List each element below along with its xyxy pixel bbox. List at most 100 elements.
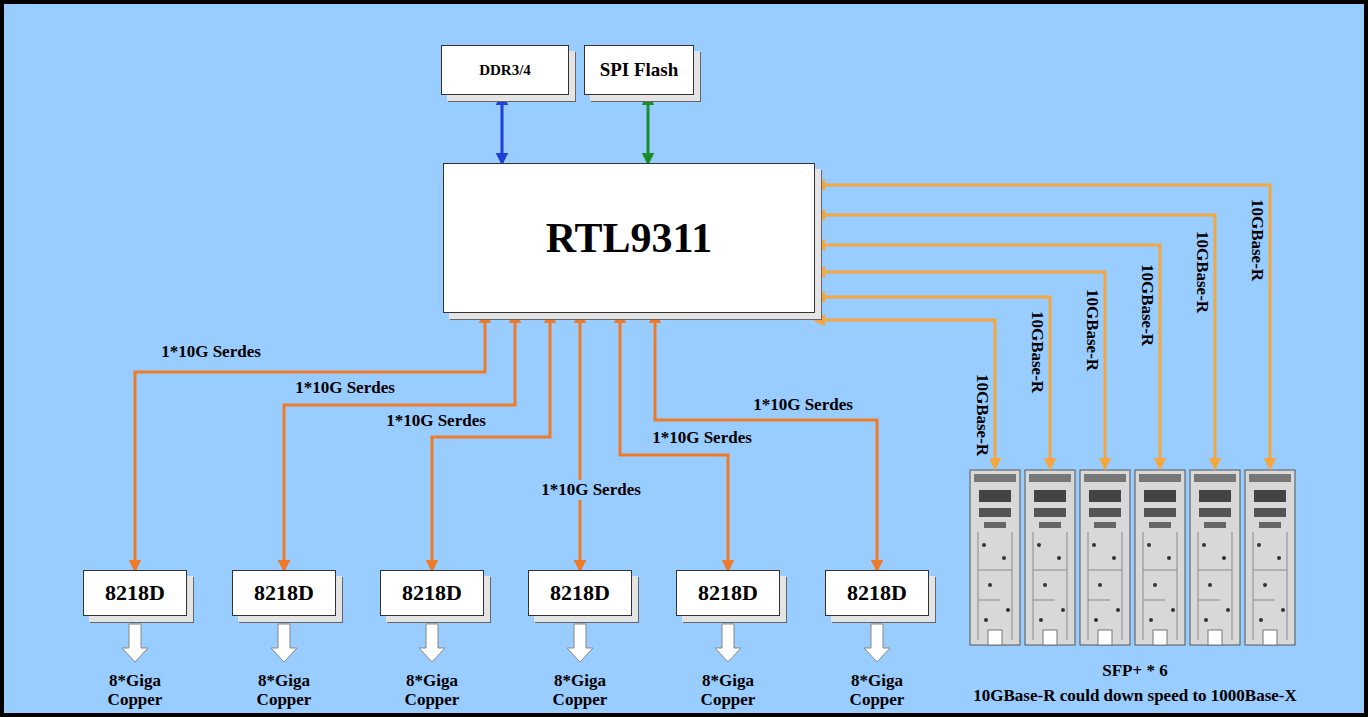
sfp-dot: [1281, 608, 1285, 612]
sfp-rail: [1177, 532, 1178, 640]
link-label: 10GBase-R: [1027, 308, 1047, 396]
sfp-rail: [1143, 600, 1165, 601]
signal-connector: [815, 245, 1160, 468]
chip-box: 8218D: [528, 570, 632, 616]
signal-connector: [501, 95, 504, 163]
signal-connector: [815, 215, 1215, 468]
sfp-module: [1025, 470, 1075, 645]
sfp-dot: [1149, 618, 1153, 622]
port-label: 8*Giga Copper: [390, 671, 474, 709]
copper-port-arrow: [271, 624, 297, 662]
sfp-module: [1245, 470, 1295, 645]
chip-box: DDR3/4: [441, 45, 569, 95]
sfp-dot: [1006, 608, 1010, 612]
link-label: 1*10G Serdes: [750, 395, 856, 415]
sfp-cage-part: [1094, 522, 1116, 528]
sfp-rail: [1198, 570, 1232, 571]
sfp-rail: [1253, 600, 1275, 601]
sfp-notch: [988, 630, 1002, 645]
chip-box: 8218D: [825, 570, 929, 616]
sfp-rail: [1033, 570, 1067, 571]
signal-connector: [647, 95, 650, 163]
sfp-rail: [1088, 600, 1110, 601]
link-label: 1*10G Serdes: [538, 480, 644, 500]
sfp-dot: [1094, 618, 1098, 622]
link-label: 10GBase-R: [972, 371, 992, 459]
chip-name: 8218D: [402, 580, 462, 606]
sfp-latch: [1029, 474, 1071, 482]
chip-name: 8218D: [847, 580, 907, 606]
port-label: 8*Giga Copper: [242, 671, 326, 709]
sfp-rail: [1253, 570, 1287, 571]
sfp-cage-part: [1254, 508, 1286, 517]
sfp-dot: [1147, 543, 1151, 547]
sfp-dot: [1116, 608, 1120, 612]
sfp-rail: [1122, 532, 1123, 640]
sfp-dot: [1263, 583, 1267, 587]
group-caption: 10GBase-R could down speed to 1000Base-X: [973, 683, 1297, 708]
sfp-dot: [1153, 583, 1157, 587]
sfp-dot: [1202, 543, 1206, 547]
chip-box: RTL9311: [443, 163, 815, 313]
chip-name: 8218D: [254, 580, 314, 606]
sfp-dot: [1259, 618, 1263, 622]
sfp-notch: [1263, 630, 1277, 645]
sfp-module: [1190, 470, 1240, 645]
group-caption: SFP+ * 6: [1102, 658, 1167, 683]
sfp-cage-part: [979, 508, 1011, 517]
sfp-dot: [1167, 556, 1171, 560]
sfp-cage-part: [984, 522, 1006, 528]
link-label: 1*10G Serdes: [158, 342, 264, 362]
sfp-notch: [1208, 630, 1222, 645]
copper-port-arrow: [715, 624, 741, 662]
sfp-rail: [1143, 532, 1144, 640]
sfp-dot: [1002, 556, 1006, 560]
sfp-dot: [1098, 583, 1102, 587]
chip-box: 8218D: [232, 570, 336, 616]
sfp-cage-part: [1199, 508, 1231, 517]
signal-connector: [815, 272, 1105, 468]
sfp-latch: [1084, 474, 1126, 482]
signal-connector: [815, 297, 1050, 468]
sfp-rail: [1198, 532, 1199, 640]
port-label: 8*Giga Copper: [835, 671, 919, 709]
chip-name: 8218D: [698, 580, 758, 606]
sfp-dot: [1057, 556, 1061, 560]
port-label: 8*Giga Copper: [538, 671, 622, 709]
sfp-rail: [1033, 600, 1055, 601]
sfp-rail: [1067, 532, 1068, 640]
sfp-dot: [1112, 556, 1116, 560]
link-label: 1*10G Serdes: [383, 411, 489, 431]
sfp-dot: [1039, 618, 1043, 622]
chip-name: 8218D: [105, 580, 165, 606]
sfp-notch: [1098, 630, 1112, 645]
sfp-module: [1080, 470, 1130, 645]
link-label: 10GBase-R: [1137, 261, 1157, 349]
sfp-dot: [1277, 556, 1281, 560]
port-label: 8*Giga Copper: [93, 671, 177, 709]
chip-box: 8218D: [83, 570, 187, 616]
sfp-cage-part: [1034, 508, 1066, 517]
sfp-rail: [1012, 532, 1013, 640]
sfp-cage-part: [1204, 522, 1226, 528]
chip-box: 8218D: [380, 570, 484, 616]
chip-name: 8218D: [550, 580, 610, 606]
sfp-rail: [978, 570, 1012, 571]
sfp-dot: [1222, 556, 1226, 560]
chip-name: SPI Flash: [600, 59, 679, 81]
chip-name: DDR3/4: [479, 62, 531, 79]
sfp-rail: [1287, 532, 1288, 640]
sfp-cage-part: [1144, 508, 1176, 517]
port-label: 8*Giga Copper: [686, 671, 770, 709]
sfp-latch: [1249, 474, 1291, 482]
sfp-cage-part: [979, 490, 1011, 502]
sfp-dot: [1171, 608, 1175, 612]
sfp-notch: [1153, 630, 1167, 645]
sfp-dot: [1043, 583, 1047, 587]
sfp-latch: [1139, 474, 1181, 482]
sfp-module: [970, 470, 1020, 645]
chip-box: SPI Flash: [584, 45, 694, 95]
chip-name: RTL9311: [546, 214, 713, 262]
signal-connector: [284, 313, 515, 570]
sfp-rail: [1232, 532, 1233, 640]
